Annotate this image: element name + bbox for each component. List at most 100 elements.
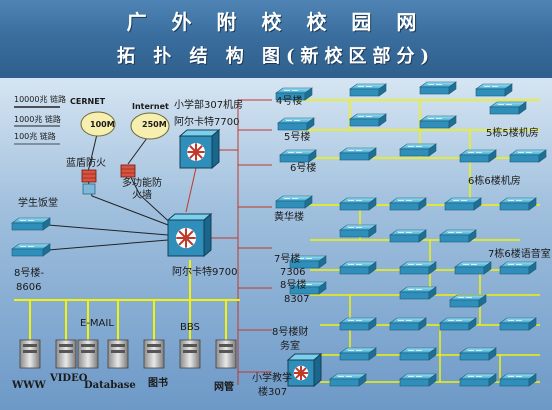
switch-front (419, 120, 450, 129)
switch-building-14 (339, 197, 377, 211)
core-side (313, 352, 322, 388)
switch-side (518, 101, 527, 115)
switch-side (428, 286, 437, 300)
switch-front (499, 202, 530, 211)
switch-building-17 (499, 197, 537, 211)
switch-side (358, 373, 367, 387)
switch-side (528, 197, 537, 211)
server-icon-1 (55, 339, 77, 369)
switch-building-33 (339, 347, 377, 361)
switch-side (478, 294, 487, 308)
switch-side (428, 261, 437, 275)
switch-front (399, 148, 430, 157)
switch-side (488, 373, 497, 387)
server-bay (23, 344, 37, 347)
server-bay (219, 344, 233, 347)
switch-building-8 (279, 149, 317, 163)
switch-front (399, 352, 430, 361)
label-internet: Internet (132, 102, 169, 111)
label-b8b: 8606 (16, 282, 42, 293)
switch-8606 (11, 243, 51, 257)
server-icon-4 (143, 339, 165, 369)
label-school: 小学教学 (252, 373, 292, 384)
switch-side (42, 217, 51, 231)
switch-front (399, 378, 430, 387)
legend-10000: 10000兆 链路 (14, 95, 66, 104)
switch-side (304, 195, 313, 209)
core-center (193, 149, 199, 155)
switch-front (439, 322, 470, 331)
label-cloud1: 100M (90, 120, 115, 129)
slide-title: 广 外 附 校 校 园 网 (126, 10, 426, 34)
server-icon-0 (19, 339, 41, 369)
switch-front (459, 154, 490, 163)
switch-building-4 (277, 117, 315, 131)
switch-building-37 (399, 373, 437, 387)
switch-side (378, 83, 387, 97)
switch-building-6 (419, 115, 457, 129)
label-video: VIDEO (50, 373, 88, 384)
server-bay (219, 350, 233, 353)
link-line (87, 129, 99, 173)
switch-front (399, 266, 430, 275)
switch-building-28 (449, 294, 487, 308)
switch-building-19 (389, 229, 427, 243)
switch-side (318, 281, 327, 295)
label-bbs: BBS (180, 322, 200, 333)
switch-building-7 (489, 101, 527, 115)
switch-building-27 (399, 286, 437, 300)
switch-front (339, 202, 370, 211)
label-b4: 4号楼 (276, 96, 303, 107)
switch-side (418, 229, 427, 243)
switch-front (449, 299, 480, 308)
cloud-icon-internet (130, 112, 170, 140)
switch-side (483, 261, 492, 275)
label-b6: 6号楼 (290, 163, 317, 174)
core-switch-school (286, 352, 323, 388)
switch-side (428, 347, 437, 361)
label-lang7: 7栋6楼语音室 (488, 249, 551, 260)
switch-building-38 (459, 373, 497, 387)
label-core1b: 阿尔卡特7700 (174, 117, 240, 128)
core-switch-9700 (166, 212, 213, 258)
switch-front (339, 352, 370, 361)
switch-side (318, 255, 327, 269)
switch-building-25 (499, 261, 537, 275)
core-center (298, 370, 304, 376)
label-lab5: 5栋5楼机房 (486, 128, 539, 139)
switch-building-26 (289, 281, 327, 295)
server-bay (147, 344, 161, 347)
switch-side (368, 197, 377, 211)
server-bay (111, 350, 125, 353)
switch-building-21 (289, 255, 327, 269)
switch-building-3 (475, 83, 513, 97)
cloud-shape (130, 112, 170, 140)
switch-front (339, 266, 370, 275)
server-bay (23, 350, 37, 353)
label-cloud2: 250M (142, 120, 167, 129)
core-side (203, 212, 212, 258)
switch-front (11, 248, 44, 257)
switch-building-13 (275, 195, 313, 209)
link-line (185, 167, 197, 213)
label-email: E-MAIL (80, 318, 114, 329)
server-bay (59, 344, 73, 347)
switch-front (339, 322, 370, 331)
switch-side (538, 149, 547, 163)
switch-front (489, 106, 520, 115)
switch-building-20 (439, 229, 477, 243)
switch-side (42, 243, 51, 257)
switch-side (528, 261, 537, 275)
switch-side (504, 83, 513, 97)
switch-building-24 (454, 261, 492, 275)
switch-front (459, 378, 490, 387)
switch-side (368, 261, 377, 275)
switch-side (304, 87, 313, 101)
server-bay (147, 350, 161, 353)
link-line (47, 224, 169, 236)
label-b8rb: 8307 (284, 294, 310, 305)
switch-building-0 (275, 87, 313, 101)
switch-side (473, 197, 482, 211)
firewall-body (120, 164, 136, 178)
